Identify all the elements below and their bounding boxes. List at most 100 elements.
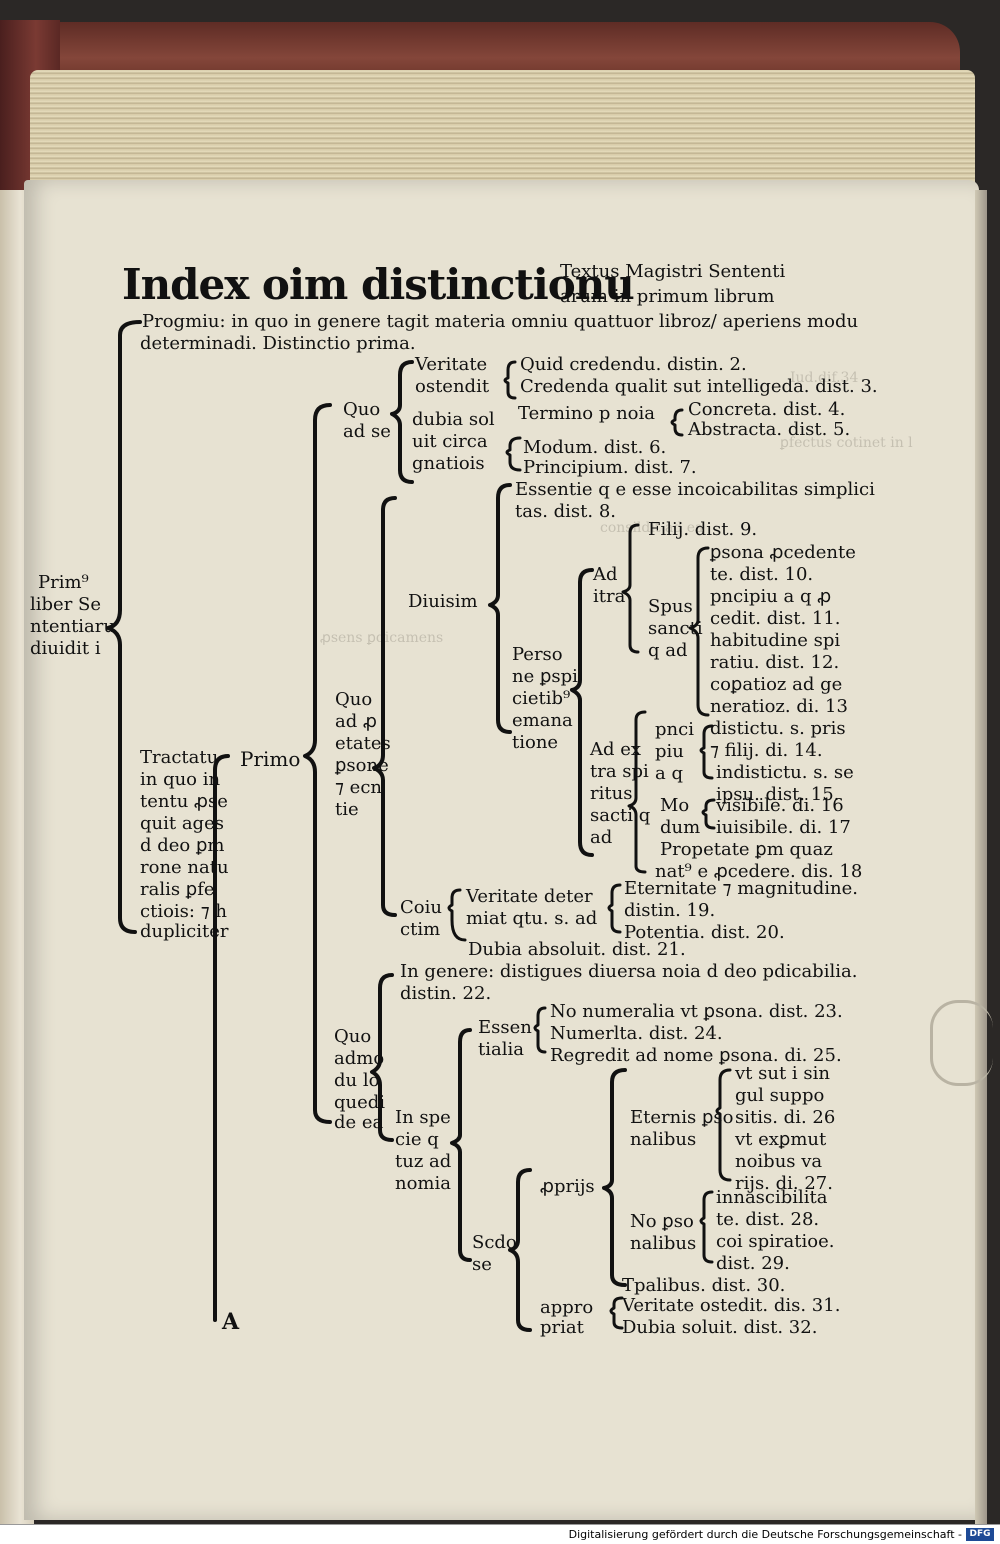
ad-extra-line: Ad ex <box>590 739 642 760</box>
eternis-line: nalibus <box>630 1129 697 1150</box>
essentialia-item: No numeralia vt ꝑsona. dist. 23. <box>550 1001 843 1022</box>
root-label-line: diuidit i <box>30 638 101 659</box>
show-through: Iud.dif.34 <box>790 370 859 386</box>
eternis-item: sitis. di. 26 <box>735 1107 836 1128</box>
in-genere-line: In genere: distigues diuersa noia d deo … <box>400 961 858 982</box>
root-label-line: Prim⁹ <box>38 572 89 593</box>
essentialia-item: Regredit ad nome ꝑsona. di. 25. <box>550 1045 842 1066</box>
dubia-sol-line: gnatiois <box>412 453 485 474</box>
tractatus-line: d deo ꝑm <box>140 835 225 856</box>
diuisim-label: Diuisim <box>408 591 478 612</box>
dubia-absoluit: Dubia absoluit. dist. 21. <box>468 939 686 960</box>
tractatus-line: in quo in <box>140 769 221 790</box>
eternis-item: noibus va <box>735 1151 823 1172</box>
termino-label: Termino p noia <box>518 403 656 424</box>
show-through: consildit ad ea <box>600 520 704 536</box>
show-through: ꝑfectus cotinet in l <box>780 435 913 451</box>
veritate-det-line: miat qtu. s. ad <box>466 908 598 929</box>
quo-admodu-line: quedi <box>334 1092 386 1113</box>
eternis-item: vt sut i sin <box>735 1063 830 1084</box>
eternitate-item: Potentia. dist. 20. <box>624 922 785 943</box>
quo-ad-pp-line: ꝑsone <box>335 755 389 776</box>
eternitate-item: distin. 19. <box>624 900 716 921</box>
in-specie-line: tuz ad <box>395 1151 452 1172</box>
pncipiu-item: indistictu. s. se <box>716 762 854 783</box>
root-label-line: ntentiaru <box>30 616 115 637</box>
proprietate-line: Propetate ꝑm quaz <box>660 839 833 860</box>
spus-item: ratiu. dist. 12. <box>710 652 840 673</box>
essentie-line: tas. dist. 8. <box>515 501 617 522</box>
secundo-line: Scdo <box>472 1232 517 1253</box>
tractatus-line: rone natu <box>140 857 229 878</box>
page-fore-edge <box>975 190 987 1524</box>
eternitate-item: Eternitate ⁊ magnitudine. <box>624 878 858 899</box>
title-subtitle-line1: Textus Magistri Sententi <box>560 261 786 282</box>
prologue-line1: Progmiu: in quo in genere tagit materia … <box>142 311 859 332</box>
primo-label: Primo <box>240 747 301 771</box>
veritate-det-line: Veritate deter <box>466 886 593 907</box>
ad-intra-line: itra <box>593 586 626 607</box>
appro-line: appro <box>540 1297 594 1318</box>
dubia-sol-line: dubia sol <box>412 409 495 430</box>
spus-item: pncipiu a q ꝓ <box>710 586 832 607</box>
eternis-item: gul suppo <box>735 1085 825 1106</box>
tractatus-line: Tractatu <box>140 747 219 768</box>
termino-item: Abstracta. dist. 5. <box>688 419 851 440</box>
appro-item: Dubia soluit. dist. 32. <box>622 1317 818 1338</box>
eternis-line: Eternis ꝑso <box>630 1107 734 1128</box>
spus-item: habitudine spi <box>710 630 841 651</box>
ad-intra-line: Ad <box>593 564 618 585</box>
quo-ad-pp-line: tie <box>335 799 359 820</box>
in-specie-line: cie q <box>395 1129 439 1150</box>
modum-item: Modum. dist. 6. <box>523 437 667 458</box>
essentialia-item: Numerlta. dist. 24. <box>550 1023 723 1044</box>
spus-item: cedit. dist. 11. <box>710 608 841 629</box>
dfg-logo: DFG <box>966 1528 994 1541</box>
persone-line: cietib⁹ <box>512 688 571 709</box>
veritate-item: Quid credendu. distin. 2. <box>520 354 747 375</box>
termino-item: Concreta. dist. 4. <box>688 399 846 420</box>
footer-credit: Digitalisierung gefördert durch die Deut… <box>568 1528 962 1541</box>
appro-line: priat <box>540 1317 584 1338</box>
in-specie-line: nomia <box>395 1173 451 1194</box>
index-title: Index oim distinctionu <box>122 260 635 309</box>
root-label-line: liber Se <box>30 594 101 615</box>
ad-extra-line: ad <box>590 827 613 848</box>
modum2-line: Mo <box>660 795 690 816</box>
spus-item: ⁊ filij. di. 14. <box>710 740 823 761</box>
spus-item: coꝑatioz ad ge <box>710 674 843 695</box>
persone-line: tione <box>512 732 559 753</box>
non-pso-line: No ꝑso <box>630 1211 694 1232</box>
quo-admodu-line: de ea <box>334 1112 384 1133</box>
quo-ad-se-line: ad se <box>343 421 391 442</box>
coniu-line: Coiu <box>400 897 442 918</box>
quo-admodu-line: du lo <box>334 1070 380 1091</box>
footer-bar: Digitalisierung gefördert durch die Deut… <box>0 1524 1000 1544</box>
ad-extra-line: sacti q <box>590 805 651 826</box>
essentialia-line: tialia <box>478 1039 524 1060</box>
prologue-line2: determinadi. Distinctio prima. <box>140 333 416 354</box>
signature-mark: A <box>222 1309 240 1335</box>
dubia-sol-line: uit circa <box>412 431 488 452</box>
ad-extra-line: ritus <box>590 783 633 804</box>
secundo-line: se <box>472 1254 492 1275</box>
non-pso-item: dist. 29. <box>716 1253 790 1274</box>
spus-item: distictu. s. pris <box>710 718 846 739</box>
appro-item: Veritate ostedit. dis. 31. <box>622 1295 841 1316</box>
quo-admodu-line: admo <box>334 1048 385 1069</box>
persone-line: ne ꝑspi <box>512 666 578 687</box>
eternis-item: rijs. di. 27. <box>735 1173 833 1194</box>
pncipiu-line: a q <box>655 763 683 784</box>
pncipiu-line: pnci <box>655 719 694 740</box>
proprietate-line: nat⁹ e ꝓcedere. dis. 18 <box>655 861 863 882</box>
spus-item: neratioz. di. 13 <box>710 696 848 717</box>
spus-line: q ad <box>648 640 688 661</box>
coniu-line: ctim <box>400 919 441 940</box>
page <box>24 180 979 1520</box>
tractatus-line: ctiois: ⁊ h <box>140 901 227 922</box>
veritate-line: Veritate <box>415 354 488 375</box>
persone-line: emana <box>512 710 573 731</box>
tractatus-line: ralis ꝑfe <box>140 879 215 900</box>
quo-ad-pp-line: ad ꝓ <box>335 711 377 732</box>
